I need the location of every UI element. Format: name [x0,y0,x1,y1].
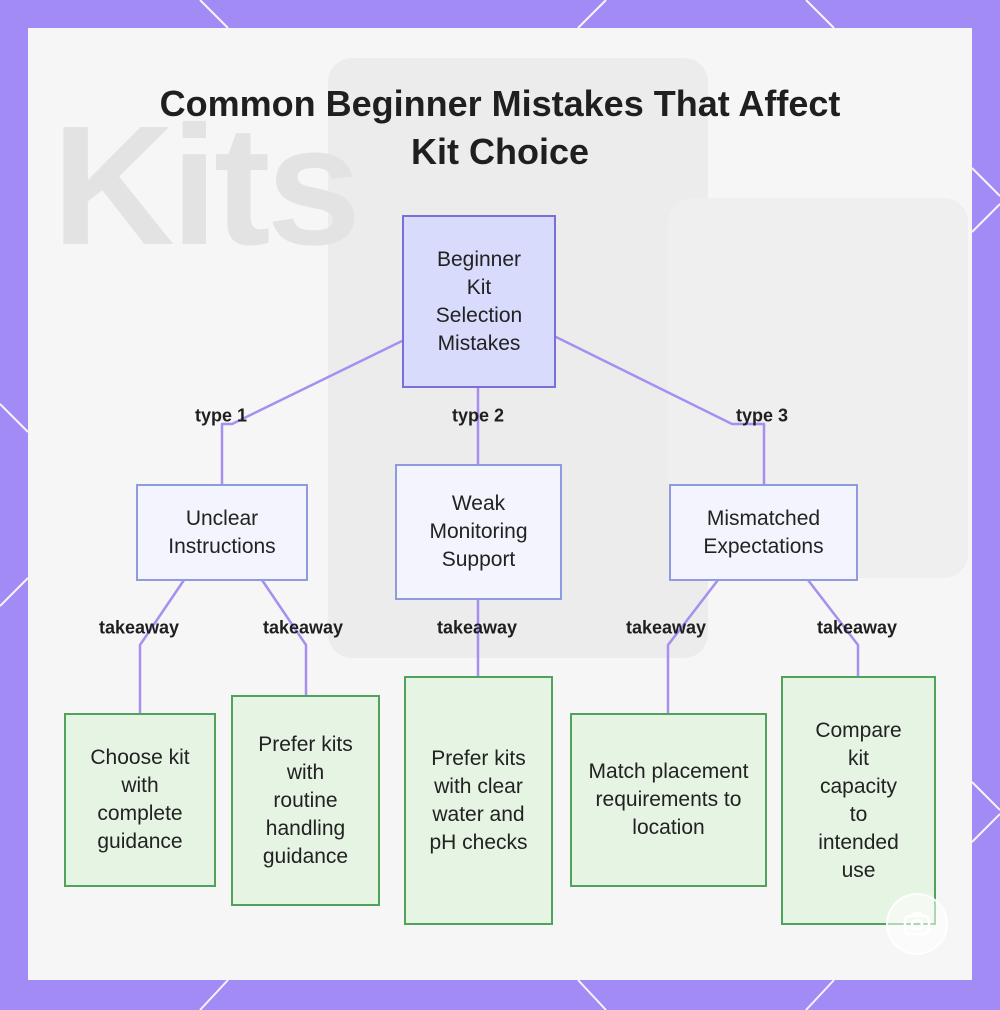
title-line-1: Common Beginner Mistakes That Affect [159,83,841,124]
node-match-placement-requirements-to-location: Match placement requirements to location [570,713,767,887]
node-choose-kit-with-complete-guidance: Choose kit with complete guidance [64,713,216,887]
node-unclear-instructions: Unclear Instructions [136,484,308,581]
edge-label-type-1: type 1 [194,405,248,426]
edge-root-unclear [220,338,405,485]
edge-label-type-2: type 2 [451,405,505,426]
edge-label-takeaway: takeaway [436,617,518,638]
node-prefer-kits-with-clear-water-and-ph-checks: Prefer kits with clear water and pH chec… [404,676,553,925]
diagram-title: Common Beginner Mistakes That Affect Kit… [0,80,1000,176]
edge-mismatched-leaf5 [807,579,860,678]
edge-root-mismatched [553,334,766,485]
edge-unclear-leaf2 [260,579,308,697]
node-compare-kit-capacity-to-intended-use: Compare kit capacity to intended use [781,676,936,925]
edge-label-takeaway: takeaway [816,617,898,638]
node-beginner-kit-selection-mistakes: Beginner Kit Selection Mistakes [402,215,556,388]
camera-icon [886,893,948,955]
node-weak-monitoring-support: Weak Monitoring Support [395,464,562,600]
edge-unclear-leaf1 [138,579,186,715]
edge-mismatched-leaf4 [666,579,719,715]
background-text: Kits [52,91,361,281]
title-line-2: Kit Choice [410,131,589,172]
edge-label-takeaway: takeaway [98,617,180,638]
edge-label-takeaway: takeaway [625,617,707,638]
edge-label-type-3: type 3 [735,405,789,426]
node-prefer-kits-with-routine-handling-guidance: Prefer kits with routine handling guidan… [231,695,380,906]
edge-label-takeaway: takeaway [262,617,344,638]
node-mismatched-expectations: Mismatched Expectations [669,484,858,581]
